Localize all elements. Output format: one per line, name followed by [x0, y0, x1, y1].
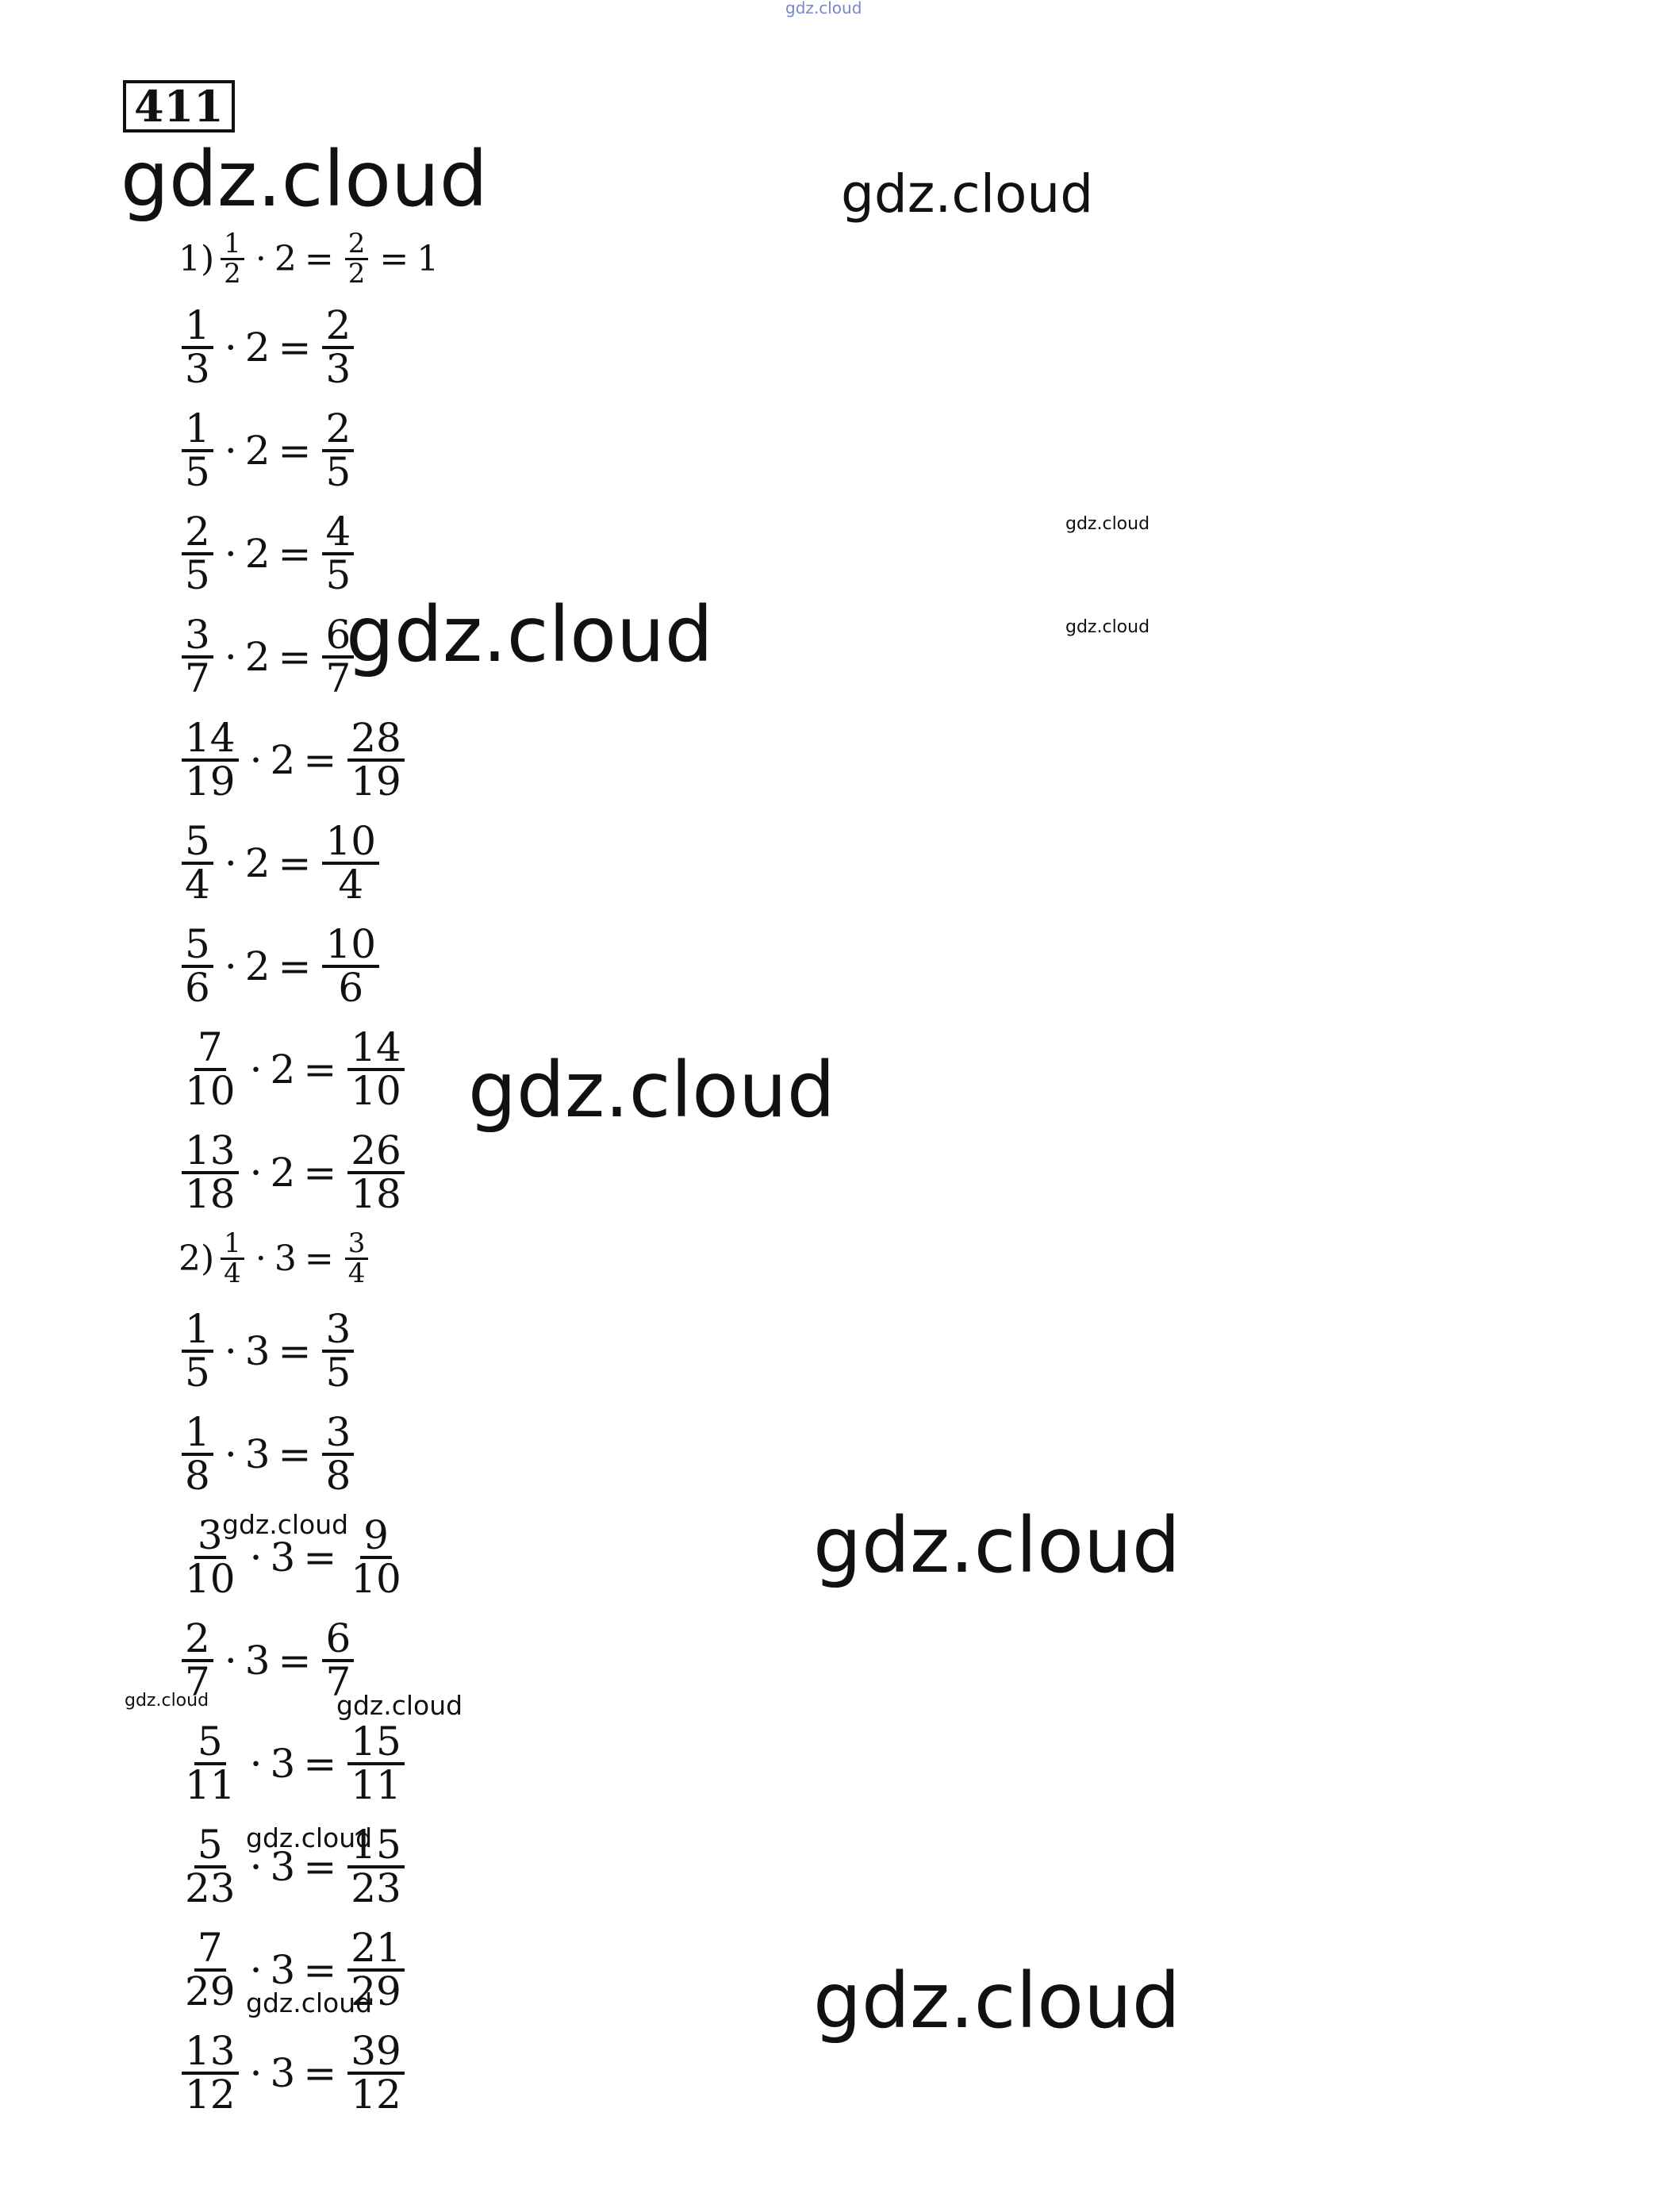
watermark-small: gdz.cloud [336, 1690, 463, 1721]
watermark-large: gdz.cloud [346, 590, 713, 679]
watermark-small: gdz.cloud [125, 1691, 209, 1711]
watermark-medium: gdz.cloud [841, 163, 1094, 225]
watermark-small: gdz.cloud [222, 1509, 349, 1540]
part-label: 1) [178, 238, 215, 279]
watermark-top: gdz.cloud [785, 0, 862, 17]
problem-number: 411 [123, 80, 235, 132]
watermark-large: gdz.cloud [468, 1046, 835, 1135]
watermark-large: gdz.cloud [813, 1501, 1180, 1590]
watermark-small: gdz.cloud [1065, 514, 1150, 534]
watermark-small: gdz.cloud [246, 1987, 373, 2018]
watermark-large: gdz.cloud [813, 1957, 1180, 2045]
watermark-small: gdz.cloud [246, 1822, 373, 1853]
part-label: 2) [178, 1238, 215, 1279]
result: 1 [416, 238, 439, 279]
watermark-small: gdz.cloud [1065, 617, 1150, 637]
watermark-large: gdz.cloud [121, 135, 488, 224]
